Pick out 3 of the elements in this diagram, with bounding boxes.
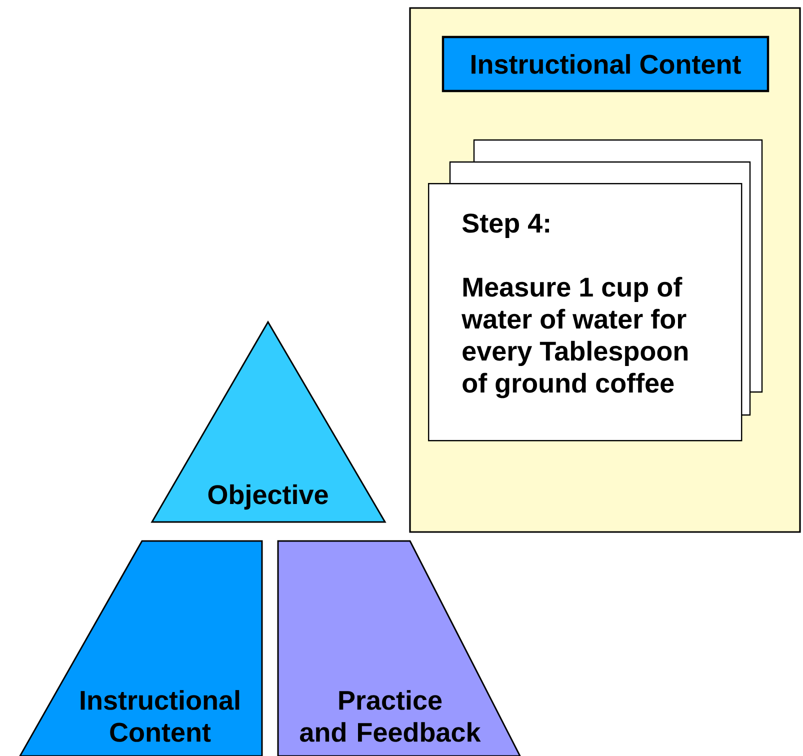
header-box: Instructional Content [442, 36, 770, 92]
trapezoid: Practice and Feedback [277, 540, 522, 756]
card: Step 4: Measure 1 cup of water of water for every Tablespoon of ground coffee [428, 183, 742, 442]
